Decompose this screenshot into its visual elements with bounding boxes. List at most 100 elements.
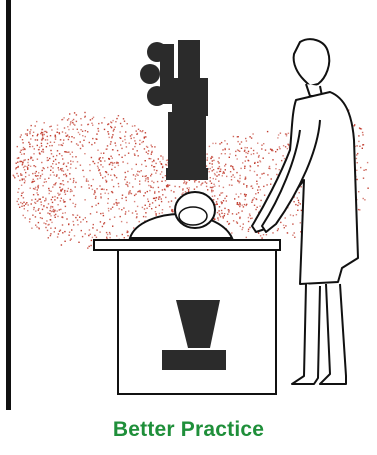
scatter-speck — [143, 141, 144, 142]
scatter-speck — [216, 201, 217, 202]
scatter-speck — [231, 232, 232, 233]
scatter-speck — [293, 215, 294, 216]
scatter-speck — [103, 215, 104, 216]
scatter-speck — [80, 148, 81, 149]
scatter-speck — [60, 139, 61, 140]
scatter-speck — [88, 235, 89, 236]
scatter-speck — [219, 215, 220, 216]
scatter-speck — [35, 187, 36, 188]
scatter-speck — [81, 186, 82, 187]
scatter-speck — [100, 172, 101, 173]
scatter-speck — [75, 186, 76, 187]
scatter-speck — [276, 174, 277, 175]
scatter-speck — [95, 205, 96, 206]
scatter-speck — [24, 153, 25, 154]
scatter-speck — [35, 225, 36, 226]
scatter-speck — [19, 207, 20, 208]
scatter-speck — [71, 141, 72, 142]
scatter-speck — [68, 224, 69, 225]
scatter-speck — [64, 241, 65, 242]
scatter-speck — [70, 189, 71, 190]
scatter-speck — [118, 183, 119, 184]
scatter-speck — [93, 194, 94, 195]
scatter-speck — [165, 175, 166, 176]
scatter-speck — [149, 206, 150, 207]
scatter-speck — [39, 149, 40, 150]
scatter-speck — [156, 170, 157, 171]
scatter-speck — [67, 169, 68, 170]
scatter-speck — [151, 146, 152, 147]
scatter-speck — [50, 219, 51, 220]
scatter-speck — [255, 198, 256, 199]
scatter-speck — [97, 150, 98, 151]
scatter-speck — [226, 196, 227, 197]
scatter-speck — [248, 217, 249, 218]
scatter-speck — [246, 237, 247, 238]
scatter-speck — [210, 177, 211, 178]
scatter-speck — [72, 214, 73, 215]
scatter-speck — [78, 132, 79, 133]
scatter-speck — [84, 112, 85, 113]
scatter-speck — [92, 125, 93, 126]
scatter-speck — [62, 180, 63, 181]
scatter-speck — [52, 202, 53, 203]
scatter-speck — [93, 224, 94, 225]
scatter-speck — [249, 227, 250, 228]
scatter-speck — [51, 222, 52, 223]
scatter-speck — [161, 181, 162, 182]
scatter-speck — [118, 115, 119, 116]
scatter-speck — [222, 149, 223, 150]
scatter-speck — [232, 166, 233, 167]
scatter-speck — [171, 209, 172, 210]
scatter-speck — [21, 195, 22, 196]
scatter-speck — [229, 149, 230, 150]
scatter-speck — [129, 190, 130, 191]
scatter-speck — [29, 146, 30, 147]
scatter-speck — [111, 127, 112, 128]
scatter-speck — [212, 166, 213, 167]
scatter-speck — [285, 146, 286, 147]
scatter-speck — [125, 142, 126, 143]
scatter-speck — [237, 149, 238, 150]
scatter-speck — [240, 168, 241, 169]
scatter-speck — [56, 155, 57, 156]
scatter-speck — [155, 207, 156, 208]
scatter-speck — [159, 213, 160, 214]
scatter-speck — [237, 222, 238, 223]
scatter-speck — [173, 191, 174, 192]
scatter-speck — [73, 221, 74, 222]
radiation-scatter-illustration — [0, 0, 377, 410]
scatter-speck — [249, 215, 250, 216]
scatter-speck — [158, 158, 159, 159]
scatter-speck — [75, 156, 76, 157]
scatter-speck — [54, 199, 55, 200]
scatter-speck — [145, 160, 146, 161]
scatter-speck — [161, 163, 162, 164]
scatter-speck — [295, 204, 296, 205]
scatter-speck — [34, 188, 35, 189]
scatter-speck — [220, 216, 221, 217]
scatter-speck — [207, 189, 208, 190]
scatter-speck — [23, 202, 24, 203]
scatter-speck — [96, 237, 97, 238]
scatter-speck — [75, 204, 76, 205]
scatter-speck — [110, 162, 111, 163]
scatter-speck — [263, 234, 264, 235]
scatter-speck — [211, 187, 212, 188]
scatter-speck — [82, 236, 83, 237]
scatter-speck — [244, 151, 245, 152]
scatter-speck — [82, 144, 83, 145]
scatter-speck — [54, 142, 55, 143]
scatter-speck — [221, 213, 222, 214]
scatter-speck — [37, 134, 38, 135]
scatter-speck — [152, 187, 153, 188]
scatter-speck — [127, 235, 128, 236]
scatter-speck — [142, 207, 143, 208]
scatter-speck — [72, 156, 73, 157]
scatter-speck — [358, 141, 359, 142]
scatter-speck — [218, 210, 219, 211]
scatter-speck — [102, 213, 103, 214]
scatter-speck — [139, 144, 140, 145]
scatter-speck — [49, 190, 50, 191]
scatter-speck — [290, 214, 291, 215]
